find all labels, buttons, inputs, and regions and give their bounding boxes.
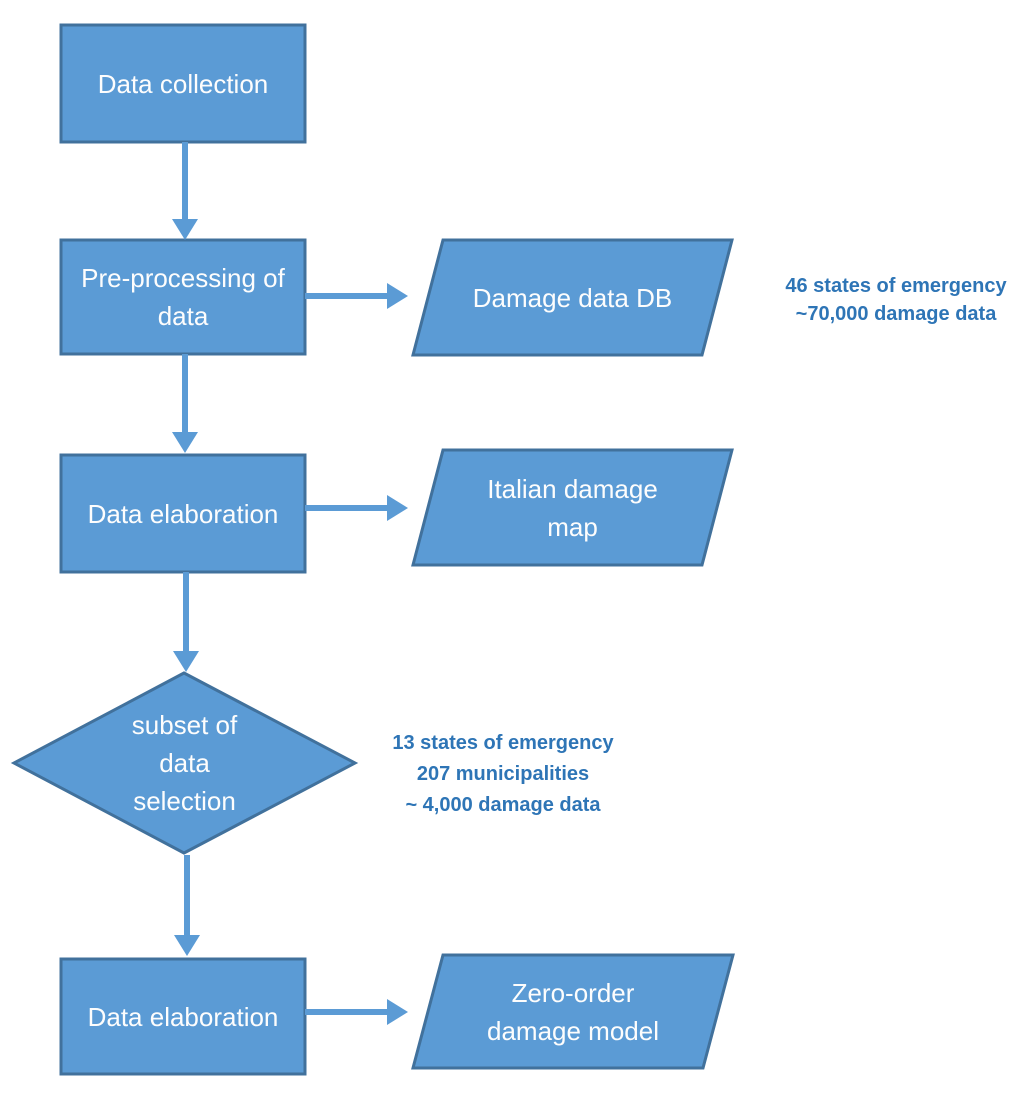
process-box-data-collection [59,23,307,144]
annotation-line: 13 states of emergency [392,732,614,754]
output-parallelogram-italian-damage-map [411,448,734,567]
annotation-subset-stats: 13 states of emergency 207 municipalitie… [378,728,628,821]
annotation-line: 46 states of emergency [785,275,1007,297]
process-box-data-elaboration-1 [59,453,307,574]
output-parallelogram-damage-data-db [411,238,734,357]
annotation-line: ~70,000 damage data [795,303,997,325]
arrow-elaboration-to-map [305,495,408,521]
arrow-elaboration-to-diamond [173,572,199,672]
process-box-data-elaboration-2 [59,957,307,1076]
annotation-line: ~ 4,000 damage data [405,794,601,816]
output-parallelogram-zero-order-model [411,953,735,1070]
arrow-diamond-to-elaboration2 [174,855,200,956]
annotation-line: 207 municipalities [416,763,590,785]
decision-diamond-subset-selection [10,671,359,855]
annotation-damage-db-stats: 46 states of emergency ~70,000 damage da… [765,272,1027,328]
arrow-collection-to-preprocessing [172,142,198,240]
process-box-pre-processing [59,238,307,356]
arrow-preprocessing-to-elaboration [172,354,198,453]
arrow-preprocessing-to-db [305,283,408,309]
arrow-elaboration2-to-model [305,999,408,1025]
